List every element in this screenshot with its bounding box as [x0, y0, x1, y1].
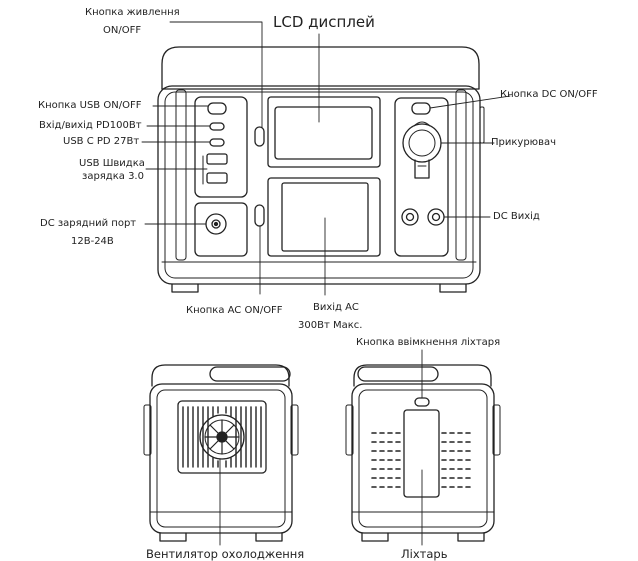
front-top-handle — [161, 46, 480, 90]
car-socket-cap — [414, 159, 430, 179]
label-lamp: Ліхтарь — [401, 547, 448, 561]
label-dc-charge-port: DC зарядний порт — [40, 218, 137, 229]
ac-outlet-frame — [267, 177, 381, 257]
usb-c-pd27-port — [209, 138, 225, 147]
dc-out-2 — [427, 208, 445, 226]
vent-holes-right — [441, 432, 471, 488]
dc-charge-panel — [194, 202, 248, 257]
usb-panel — [194, 96, 248, 198]
lamp-button — [414, 397, 430, 407]
right-body — [351, 383, 495, 534]
left-body — [149, 383, 293, 534]
cooling-fan-icon — [199, 414, 245, 460]
usb-onoff-button — [207, 102, 227, 115]
front-view — [157, 46, 485, 293]
label-power-button-onoff: ON/OFF — [103, 25, 142, 36]
left-side-view — [143, 364, 299, 542]
front-foot-left — [171, 283, 199, 293]
cooling-fan-grille — [177, 400, 267, 474]
label-dc-output: DC Вихід — [493, 211, 540, 222]
label-lamp-button: Кнопка ввімкнення ліхтаря — [356, 337, 501, 348]
ac-button — [254, 204, 265, 227]
label-cooling-fan: Вентилятор охолодження — [146, 547, 305, 561]
lcd-frame — [267, 96, 381, 168]
usb-pd100-port — [209, 122, 225, 131]
label-usb-quick-1: USB Швидка — [79, 158, 145, 169]
left-handle — [209, 366, 291, 382]
vent-holes-left — [371, 432, 401, 488]
label-usb-pd100: Вхід/вихід PD100Вт — [39, 120, 142, 131]
front-leaders — [141, 21, 511, 296]
right-side-view — [345, 364, 501, 542]
right-handle — [357, 366, 439, 382]
dc-onoff-button — [411, 102, 431, 115]
label-ac-output-power: 300Вт Макс. — [298, 320, 363, 331]
dc-out-1 — [401, 208, 419, 226]
front-foot-right — [439, 283, 467, 293]
label-usb-button: Кнопка USB ON/OFF — [38, 100, 142, 111]
lcd-display — [274, 106, 373, 160]
usb-qc-port-2 — [206, 172, 228, 184]
label-dc-button: Кнопка DC ON/OFF — [500, 89, 598, 100]
label-lcd-display: LCD дисплей — [273, 13, 375, 31]
label-car-socket: Прикурювач — [491, 137, 557, 148]
usb-qc-port-1 — [206, 153, 228, 165]
label-dc-charge-voltage: 12В-24В — [71, 236, 114, 247]
label-ac-button: Кнопка AC ON/OFF — [186, 305, 283, 316]
lamp-panel — [403, 409, 440, 498]
label-ac-output: Вихід AC — [313, 302, 359, 313]
cooling-fan-slats — [182, 406, 262, 468]
dc-panel — [394, 97, 449, 257]
label-usb-quick-2: зарядка 3.0 — [82, 171, 144, 182]
label-power-button: Кнопка живлення — [85, 7, 180, 18]
label-usb-c-pd27: USB C PD 27Вт — [63, 136, 140, 147]
power-button — [254, 126, 265, 147]
